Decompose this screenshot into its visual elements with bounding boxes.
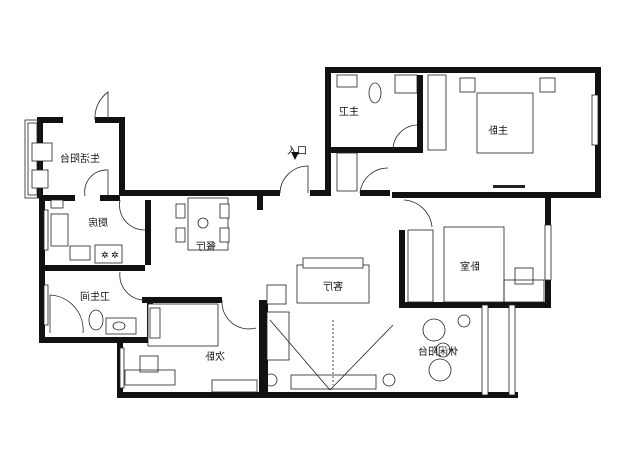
furniture: ✲✲	[31, 74, 556, 393]
entrance-label: 入口	[287, 146, 307, 157]
room-label-living: 客厅	[323, 282, 343, 293]
room-label-bathroom: 卫生间	[80, 292, 110, 303]
walls	[24, 67, 601, 398]
room-label-master-bath: 主卫	[339, 107, 359, 118]
room-label-master-bedroom: 主卧	[488, 126, 508, 137]
room-label-dining: 餐厅	[196, 242, 216, 253]
svg-text:✲: ✲	[111, 251, 119, 261]
room-label-bedroom: 卧室	[460, 262, 480, 273]
entrance-arrow-icon	[291, 152, 299, 160]
svg-text:✲: ✲	[101, 251, 109, 261]
room-label-second-bedroom: 次卧	[205, 352, 225, 363]
room-label-kitchen: 厨房	[88, 218, 108, 229]
room-label-laundry-balcony: 生活阳台	[60, 154, 100, 165]
doors	[84, 91, 433, 330]
room-label-leisure-balcony: 休闲阳台	[418, 347, 458, 358]
